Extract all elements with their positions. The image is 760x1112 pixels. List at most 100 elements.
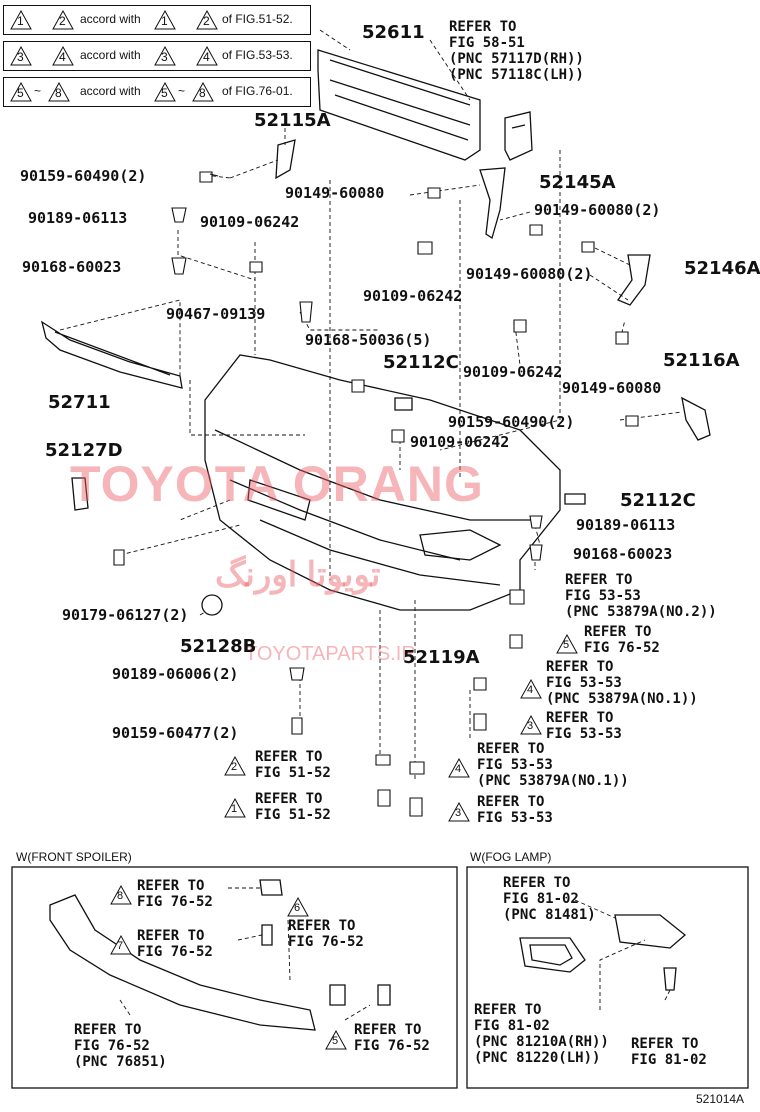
bolt-90159-60490-b: [625, 415, 639, 427]
refer-spoiler-8: REFER TO FIG 76-52: [137, 878, 213, 910]
label-90109-06242-c: 90109-06242: [463, 363, 563, 381]
label-90149-60080: 90149-60080: [285, 184, 385, 202]
label-90467-09139: 90467-09139: [166, 305, 266, 323]
bolt-90159-60490: [199, 171, 219, 183]
nut-fig53-1: [473, 677, 487, 691]
bracket-52146A: [617, 254, 651, 306]
note-2-text2: of FIG.53-53.: [222, 48, 293, 62]
part-52127D: 52127D: [45, 440, 123, 461]
label-90189-06006: 90189-06006(2): [112, 665, 239, 683]
note-2-b: 4: [59, 50, 66, 64]
fog-lamp-frame: [466, 866, 749, 1089]
triangle-5b: 5: [325, 1029, 347, 1050]
note-3-sep: ~: [34, 84, 42, 98]
bolt-90149-60080-b: [529, 224, 543, 236]
bolt-90168-50036: [351, 379, 365, 393]
refer-fig53-no1: REFER TO FIG 53-53 (PNC 53879A(NO.1)): [546, 659, 698, 707]
note-1-text1: accord with: [80, 12, 141, 26]
watermark-persian: تويوتا اورنگ: [215, 556, 381, 594]
note-2-text1: accord with: [80, 48, 141, 62]
bolt-90109-06242-c: [513, 319, 527, 333]
clip-90179-06127: [113, 549, 125, 566]
clip-90168-60023: [171, 257, 187, 275]
part-52146A: 52146A: [684, 258, 760, 279]
refer-fig51-a: REFER TO FIG 51-52: [255, 749, 331, 781]
part-52611: 52611: [362, 22, 425, 43]
note-row-2: 3 4 accord with 3 4 of FIG.53-53.: [3, 41, 311, 71]
label-90168-60023: 90168-60023: [22, 258, 122, 276]
note-row-1: 1 2 accord with 1 2 of FIG.51-52.: [3, 5, 311, 35]
nut-fig53-2: [509, 589, 525, 605]
note-1-a: 1: [17, 14, 24, 28]
label-90159-60490-b: 90159-60490(2): [448, 413, 575, 431]
triangle-4b: 4: [448, 757, 470, 778]
refer-spoiler-main: REFER TO FIG 76-52 (PNC 76851): [74, 1022, 167, 1070]
clip-90168-60023-b: [529, 544, 543, 561]
clip-90189-06113: [171, 207, 187, 223]
refer-fig53-a: REFER TO FIG 53-53: [546, 710, 622, 742]
label-90109-06242-d: 90109-06242: [410, 433, 510, 451]
note-3-text1: accord with: [80, 84, 141, 98]
label-90168-60023-b: 90168-60023: [573, 545, 673, 563]
retainer-52116A: [681, 396, 711, 441]
refer-fig53-no1-b: REFER TO FIG 53-53 (PNC 53879A(NO.1)): [477, 741, 629, 789]
note-row-3: 5 ~ 8 accord with 5 ~ 8 of FIG.76-01.: [3, 77, 311, 107]
bolt-90159-60477: [291, 717, 303, 735]
part-52711: 52711: [48, 392, 111, 413]
label-90159-60490: 90159-60490(2): [20, 167, 147, 185]
refer-fig53-b: REFER TO FIG 53-53: [477, 794, 553, 826]
note-1-a2: 1: [161, 14, 168, 28]
triangle-3b: 3: [448, 801, 470, 822]
bolt-90149-60080-d: [615, 331, 629, 345]
refer-fog-top: REFER TO FIG 81-02 (PNC 81481): [503, 875, 596, 923]
note-3-sep2: ~: [178, 84, 186, 98]
cover-52128B: [201, 594, 223, 616]
label-90149-60080-2: 90149-60080(2): [534, 201, 661, 219]
clip-90189-06006: [289, 667, 305, 681]
refer-fig76: REFER TO FIG 76-52: [584, 624, 660, 656]
part-52119A: 52119A: [403, 647, 480, 668]
refer-fig51-b: REFER TO FIG 51-52: [255, 791, 331, 823]
clip-90189-06113-b: [529, 515, 543, 529]
fog-lamp-bezel: [519, 937, 586, 973]
bolt-fig51: [377, 789, 391, 807]
bracket-fig58: [504, 111, 533, 161]
watermark-toyota-orang: TOYOTA ORANG: [70, 456, 484, 512]
triangle-8: 8: [110, 884, 132, 905]
part-52128B: 52128B: [180, 636, 257, 657]
clip-52112C-top: [394, 397, 413, 411]
nut-fig76: [509, 634, 523, 649]
fog-lamp-title: W(FOG LAMP): [470, 850, 552, 864]
bolt-90149-60080: [427, 187, 441, 199]
note-1-b: 2: [59, 14, 66, 28]
label-90168-50036: 90168-50036(5): [305, 331, 432, 349]
refer-spoiler-5: REFER TO FIG 76-52: [354, 1022, 430, 1054]
note-3-a2: 5: [161, 86, 168, 100]
refer-fog-left: REFER TO FIG 81-02 (PNC 81210A(RH)) (PNC…: [474, 1002, 609, 1066]
front-spoiler-title: W(FRONT SPOILER): [16, 850, 132, 864]
triangle-1a: 1: [224, 797, 246, 818]
part-52116A: 52116A: [663, 350, 740, 371]
nut-fig51: [375, 754, 391, 766]
triangle-4a: 4: [520, 678, 542, 699]
triangle-2a: 2: [224, 755, 246, 776]
refer-fig53-no2: REFER TO FIG 53-53 (PNC 53879A(NO.2)): [565, 572, 717, 620]
front-spoiler-part: [49, 894, 316, 1031]
clip-52112C-mid: [564, 493, 586, 505]
note-3-b: 8: [55, 86, 62, 100]
label-90149-60080-d: 90149-60080: [562, 379, 662, 397]
label-90159-60477: 90159-60477(2): [112, 724, 239, 742]
label-90179-06127: 90179-06127(2): [62, 606, 189, 624]
refer-spoiler-7: REFER TO FIG 76-52: [137, 928, 213, 960]
bracket-52145A: [479, 167, 506, 240]
note-2-b2: 4: [203, 50, 210, 64]
bolt-90109-06242-d: [391, 429, 405, 443]
label-90189-06113: 90189-06113: [28, 209, 128, 227]
reinforcement-52611: [317, 49, 481, 161]
label-90189-06113-b: 90189-06113: [576, 516, 676, 534]
bolt-90109-06242: [249, 261, 263, 273]
triangle-5a: 5: [556, 633, 578, 654]
part-52112C-top: 52112C: [383, 352, 459, 373]
note-1-text2: of FIG.51-52.: [222, 12, 293, 26]
